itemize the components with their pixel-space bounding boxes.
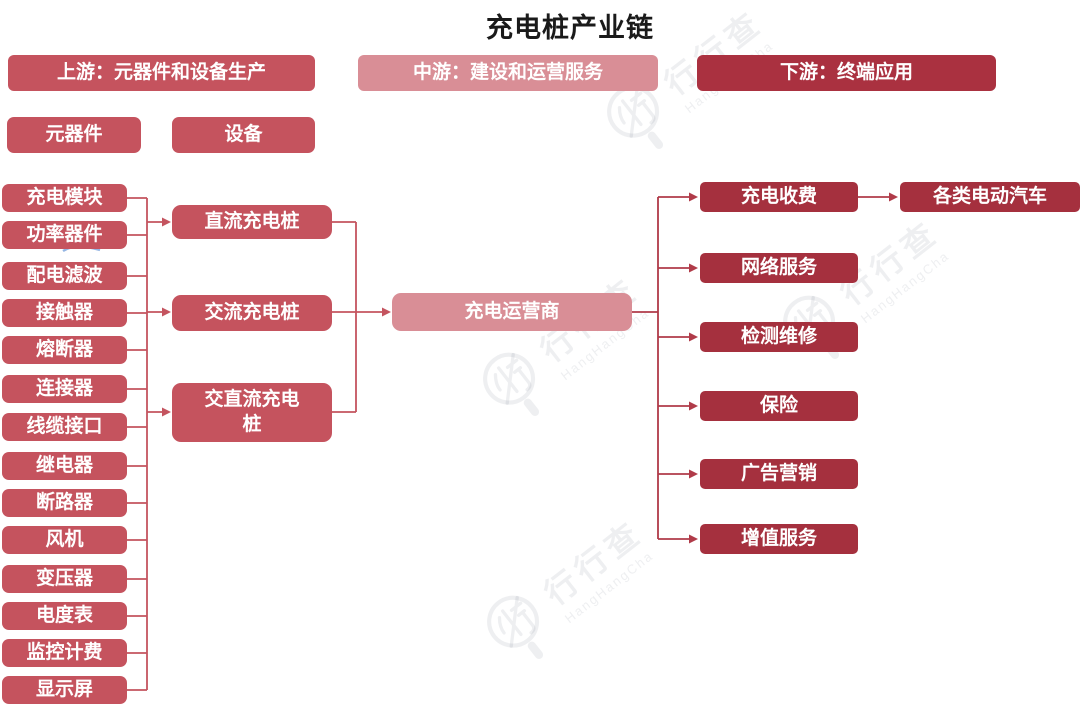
component-box: 电度表 [2, 602, 127, 630]
component-box: 接触器 [2, 299, 127, 327]
component-box: 变压器 [2, 565, 127, 593]
service-box: 广告营销 [700, 459, 858, 489]
page-title: 充电桩产业链 [486, 13, 654, 43]
watermark: 行行查 HangHangCha [468, 270, 658, 416]
category-box-equipment: 设备 [172, 117, 315, 153]
watermark: 行行查 HangHangCha [592, 3, 782, 149]
component-box: 风机 [2, 526, 127, 554]
component-box: 继电器 [2, 452, 127, 480]
component-box: 断路器 [2, 489, 127, 517]
service-box: 检测维修 [700, 322, 858, 352]
charger-type-box-acdc: 交直流充电桩 [172, 383, 332, 442]
charger-type-box-dc: 直流充电桩 [172, 205, 332, 239]
service-box: 充电收费 [700, 182, 858, 212]
component-box: 显示屏 [2, 676, 127, 704]
category-box-components: 元器件 [7, 117, 141, 153]
header-upstream: 上游：元器件和设备生产 [8, 55, 315, 91]
service-box: 增值服务 [700, 524, 858, 554]
magnifier-logo-icon [607, 85, 664, 149]
application-box-ev: 各类电动汽车 [900, 182, 1080, 212]
service-box: 网络服务 [700, 253, 858, 283]
component-box: 熔断器 [2, 336, 127, 364]
charger-type-label: 交直流充电桩 [204, 388, 300, 435]
component-box: 配电滤波 [2, 262, 127, 290]
magnifier-logo-icon [487, 595, 544, 659]
charger-type-box-ac: 交流充电桩 [172, 295, 332, 331]
operator-box: 充电运营商 [392, 293, 632, 331]
service-box: 保险 [700, 391, 858, 421]
watermark: 行行查 HangHangCha [472, 513, 662, 659]
component-box: 线缆接口 [2, 413, 127, 441]
component-box: 功率器件 [2, 221, 127, 249]
component-box: 监控计费 [2, 639, 127, 667]
header-downstream: 下游：终端应用 [697, 55, 996, 91]
component-box: 充电模块 [2, 184, 127, 212]
magnifier-logo-icon [483, 352, 540, 416]
component-box: 连接器 [2, 375, 127, 403]
watermark-text: 行行查 HangHangCha [533, 507, 660, 626]
header-midstream: 中游：建设和运营服务 [358, 55, 658, 91]
